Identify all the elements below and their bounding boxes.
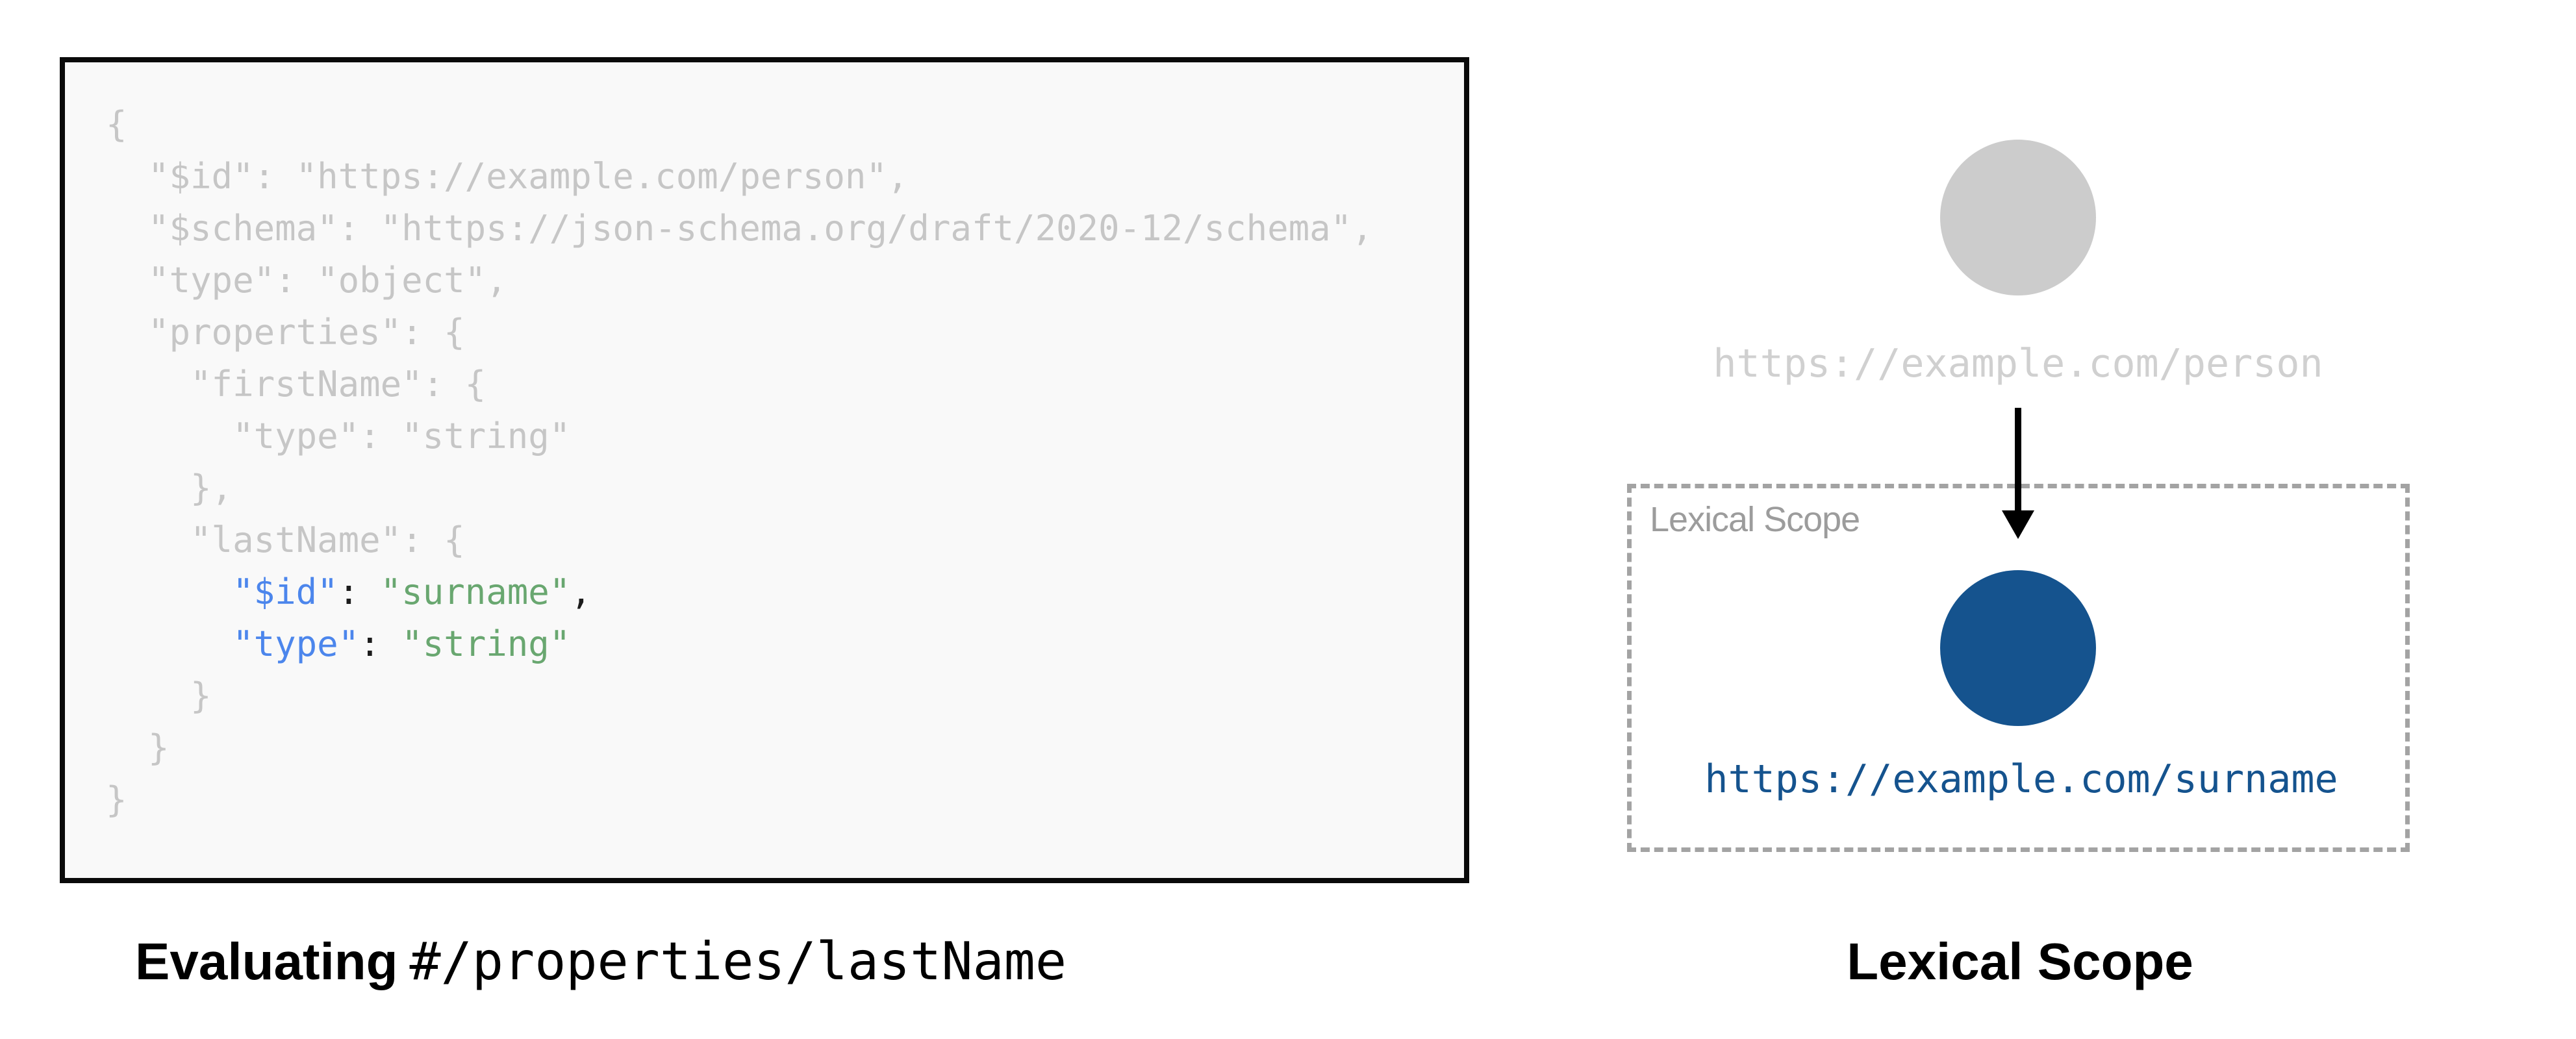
left-caption-json-pointer: #/properties/lastName: [409, 931, 1067, 992]
code-line: "$id": "surname",: [233, 571, 592, 612]
code-block: { "$id": "https://example.com/person", "…: [106, 99, 1464, 826]
code-line: "lastName": {: [106, 520, 465, 560]
code-line: },: [106, 468, 233, 508]
code-line: }: [106, 675, 212, 716]
code-line: "properties": {: [106, 312, 465, 353]
right-figure-caption: Lexical Scope: [1847, 933, 2193, 990]
left-figure-caption: Evaluating#/properties/lastName: [135, 931, 1067, 1008]
child-schema-node-circle: [1940, 570, 2096, 726]
code-line: "$id": "https://example.com/person",: [106, 156, 909, 197]
code-line: "$schema": "https://json-schema.org/draf…: [106, 208, 1373, 249]
parent-schema-uri-label: https://example.com/person: [1713, 341, 2323, 386]
arrow-shaft: [2015, 408, 2021, 512]
code-line: "type": "string": [106, 416, 571, 457]
code-line: }: [106, 727, 170, 768]
code-line: }: [106, 779, 127, 820]
child-schema-uri-label: https://example.com/surname: [1704, 757, 2338, 802]
arrow-head: [2002, 510, 2034, 539]
code-line: "type": "string": [233, 623, 571, 664]
parent-schema-node-circle: [1940, 140, 2096, 295]
left-caption-evaluating-label: Evaluating: [135, 933, 398, 990]
code-line: {: [106, 104, 127, 145]
lexical-scope-box-label: Lexical Scope: [1650, 500, 1860, 539]
code-line: "type": "object",: [106, 260, 507, 301]
json-schema-code-panel: { "$id": "https://example.com/person", "…: [60, 57, 1469, 883]
code-line: "firstName": {: [106, 364, 486, 405]
